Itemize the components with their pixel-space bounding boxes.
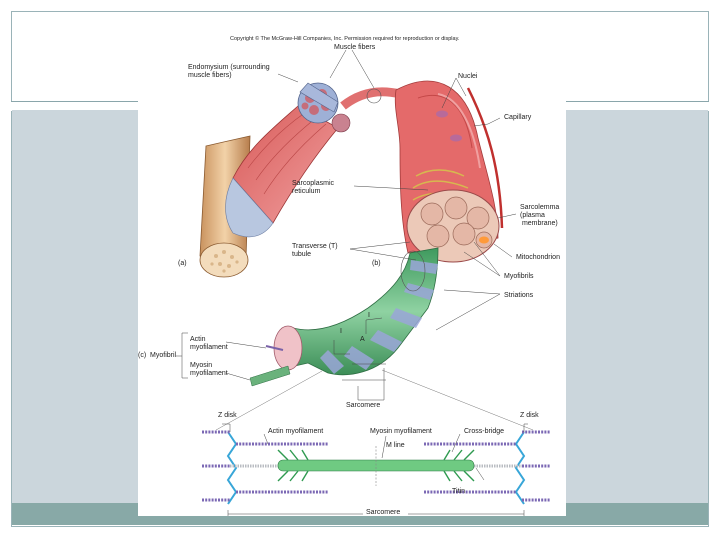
label-sarcomere-c: Sarcomere xyxy=(346,402,381,409)
label-myofibrils: Myofibrils xyxy=(504,273,534,280)
label-panel-b: (b) xyxy=(372,260,381,267)
mitochondrion-shape xyxy=(479,236,489,244)
label-endomysium: Endomysium (surrounding muscle fibers) xyxy=(188,64,270,79)
detail-circle xyxy=(366,88,382,104)
label-mitochondrion: Mitochondrion xyxy=(516,254,560,261)
muscle-anatomy-figure: Copyright © The McGraw-Hill Companies, I… xyxy=(138,28,566,516)
label-actin-myofilament-d: Actin myofilament xyxy=(268,428,324,435)
striation-highlight xyxy=(400,250,426,292)
label-z-disk-left: Z disk xyxy=(218,412,237,419)
label-cross-bridge: Cross-bridge xyxy=(464,428,505,435)
label-sarcolemma: Sarcolemma (plasma membrane) xyxy=(520,204,560,227)
label-a-band: A xyxy=(360,336,365,343)
actin-rod xyxy=(265,345,284,351)
label-actin-myofilament-c: Actin myofilament xyxy=(190,336,228,351)
label-i-band-right: I xyxy=(368,312,370,319)
label-i-band-left: I xyxy=(340,328,342,335)
muscle-fiber-strand xyxy=(340,87,402,110)
copyright-notice: Copyright © The McGraw-Hill Companies, I… xyxy=(230,36,460,42)
muscle-illustration xyxy=(176,49,550,516)
label-myosin-myofilament-d: Myosin myofilament xyxy=(370,428,432,435)
label-m-line: M line xyxy=(386,442,405,449)
myosin-rod xyxy=(249,365,291,387)
label-capillary: Capillary xyxy=(504,114,532,121)
label-transverse-tubule: Transverse (T) tubule xyxy=(292,243,338,258)
label-panel-a: (a) xyxy=(178,260,187,267)
leader-lines xyxy=(176,49,528,516)
label-muscle-fibers: Muscle fibers xyxy=(334,44,376,51)
label-nuclei: Nuclei xyxy=(458,73,478,80)
label-titin: Titin xyxy=(452,488,465,495)
label-myosin-myofilament-c: Myosin myofilament xyxy=(190,362,228,377)
sarcomere-detail xyxy=(202,430,550,505)
label-panel-c-myofibril: (c) Myofibril xyxy=(138,352,177,359)
muscle-fiber xyxy=(394,80,504,263)
label-sarcomere-d: Sarcomere xyxy=(366,509,401,516)
muscle-fascicle xyxy=(225,82,351,238)
label-sarcoplasmic-reticulum: Sarcoplasmic reticulum xyxy=(292,180,335,195)
label-z-disk-right: Z disk xyxy=(520,412,539,419)
label-striations: Striations xyxy=(504,292,534,299)
